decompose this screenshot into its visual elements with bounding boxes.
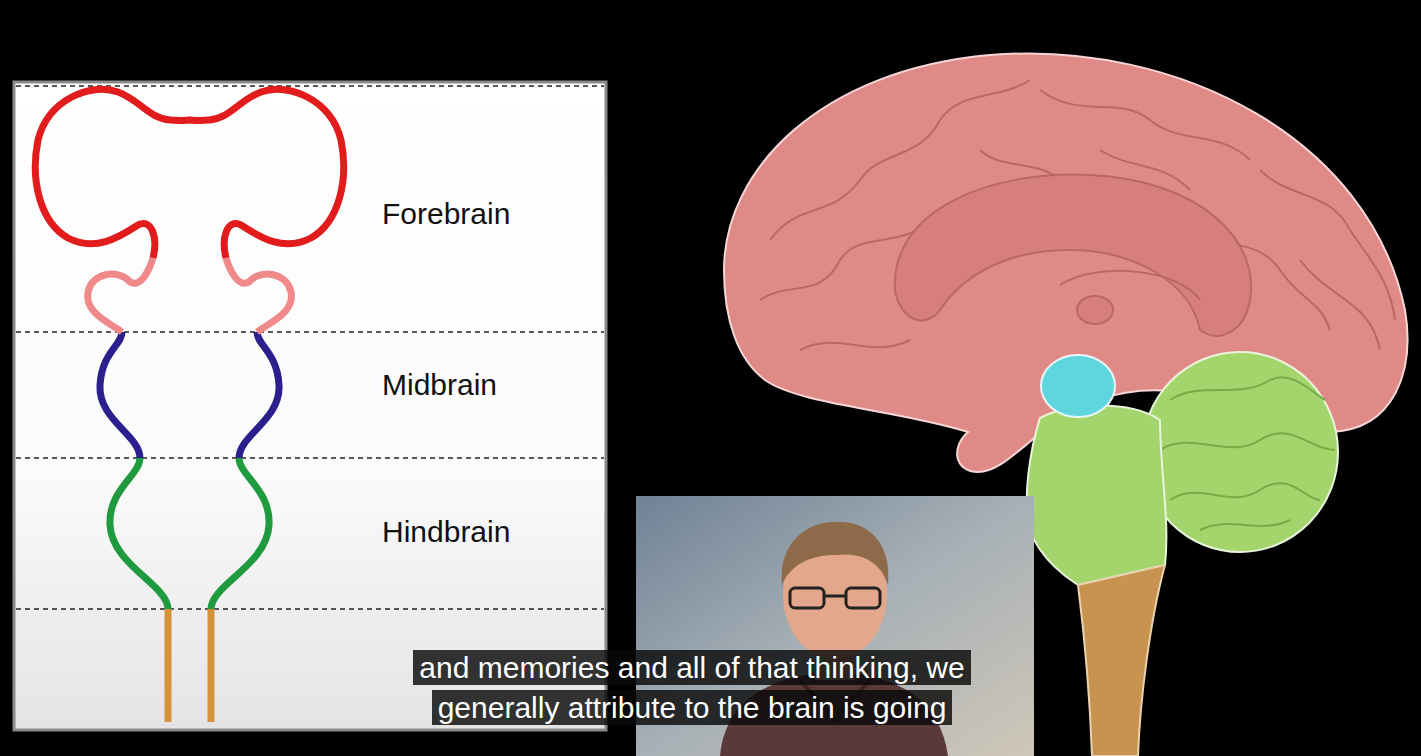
hindbrain-wall bbox=[110, 458, 168, 609]
thalamus bbox=[1077, 296, 1113, 324]
hair bbox=[782, 522, 889, 585]
spinal-cord-wall bbox=[165, 609, 172, 722]
divider-line bbox=[16, 331, 604, 333]
brainstem bbox=[1027, 406, 1167, 586]
cerebellum bbox=[1142, 352, 1338, 552]
divider-line bbox=[16, 457, 604, 459]
region-label: Midbrain bbox=[382, 370, 497, 400]
gyri-lines bbox=[800, 340, 910, 350]
panel bbox=[14, 82, 606, 730]
forebrain-wall-light bbox=[88, 258, 153, 332]
cerebellum-folds bbox=[1200, 520, 1290, 530]
spinal-cord bbox=[1078, 565, 1165, 756]
glasses bbox=[824, 595, 846, 598]
subtitle-box: and memories and all of that thinking, w… bbox=[362, 648, 1022, 728]
divider-line bbox=[16, 86, 604, 609]
glasses bbox=[790, 588, 824, 608]
neural-tube-wall bbox=[189, 89, 344, 722]
midbrain-region bbox=[1041, 355, 1115, 417]
subtitle-text: and memories and all of that thinking, w… bbox=[413, 650, 970, 725]
cerebellum-folds bbox=[1170, 483, 1320, 500]
gyri-lines bbox=[760, 80, 1395, 350]
gyri-lines bbox=[1040, 90, 1250, 160]
cerebellum-folds bbox=[1170, 377, 1325, 400]
corpus-callosum bbox=[895, 175, 1251, 336]
glasses bbox=[790, 588, 880, 608]
divider-line bbox=[16, 608, 604, 610]
region-label: Hindbrain bbox=[382, 517, 510, 547]
fornix bbox=[1060, 271, 1200, 300]
glasses bbox=[846, 588, 880, 608]
cerebellum-folds bbox=[1160, 433, 1335, 450]
region-label: Forebrain bbox=[382, 199, 510, 229]
midbrain-wall bbox=[100, 332, 140, 458]
gyri-lines bbox=[1260, 170, 1395, 320]
neural-tube-panel bbox=[14, 82, 606, 730]
cerebellum-folds bbox=[1160, 377, 1335, 530]
forebrain-wall bbox=[35, 89, 190, 258]
neural-tube-wall bbox=[35, 89, 190, 722]
gyri-lines bbox=[1300, 260, 1380, 350]
